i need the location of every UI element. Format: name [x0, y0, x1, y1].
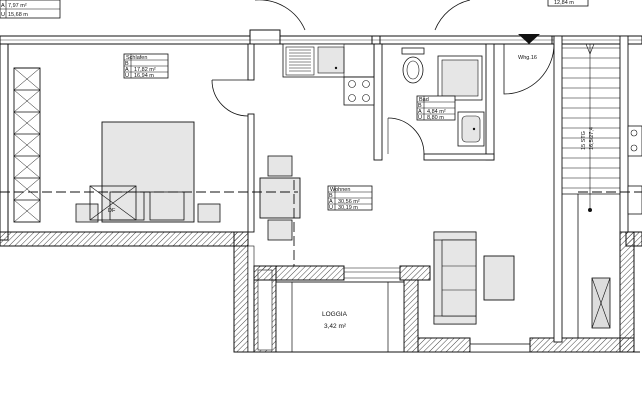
label-b: B: [125, 61, 129, 67]
perimeter-value: 30,19 m: [338, 205, 358, 211]
dining-table: [259, 155, 301, 241]
perimeter-value: 15,68 m: [8, 12, 28, 18]
kitchen: [282, 43, 375, 106]
room-name: Wohnen: [330, 187, 350, 193]
room-label-topleft: A 7,97 m² U 15,68 m: [0, 0, 61, 19]
room-name: Bad: [419, 97, 429, 103]
label-a: A: [418, 109, 422, 115]
wall-top: [0, 29, 642, 45]
stairwell: 15 STG 16,5/27,4: [553, 35, 629, 343]
room-label-wohnen: Wohnen B A 30,56 m² U 30,19 m: [327, 185, 373, 211]
label-u: U: [125, 73, 129, 79]
door-swing-top-right: [434, 0, 471, 31]
label-u: U: [329, 205, 333, 211]
wall-partition-bedroom: [247, 43, 255, 81]
unit-label: Whg.16: [518, 55, 537, 61]
coffee-table: [483, 255, 515, 301]
room-name: Schlafen: [126, 55, 147, 61]
wall-partition-bedroom-lower: [247, 113, 255, 233]
bed: [75, 121, 221, 223]
sofa: [433, 231, 477, 325]
loggia-area: 3,42 m²: [324, 323, 347, 330]
wardrobe: [13, 67, 41, 223]
area-value: 30,56 m²: [338, 199, 360, 205]
perimeter-value: 12,84 m: [554, 0, 574, 6]
loggia-name: LOGGIA: [322, 311, 348, 318]
perimeter-value: 16,94 m: [134, 73, 154, 79]
room-label-topright: 12,84 m: [547, 0, 589, 7]
stair-steps: [562, 47, 620, 189]
wall-left: [0, 43, 9, 241]
label-a: A: [329, 199, 333, 205]
wall-bottom-left: [0, 231, 255, 353]
stair-count: 15 STG: [581, 131, 587, 150]
wall-bottom-right: [417, 231, 642, 353]
label-u: U: [418, 115, 422, 121]
entry-arrow-icon: [518, 34, 540, 44]
label-b: B: [329, 193, 333, 199]
door-swing-top-left: [255, 0, 306, 31]
entry-door-swing: [503, 43, 555, 95]
label-b: B: [418, 103, 422, 109]
area-value: 7,97 m²: [8, 3, 27, 9]
door-swing-bedroom: [211, 79, 249, 117]
label-u: U: [1, 12, 5, 18]
room-label-schlafen: Schlafen B A 17,82 m² U 16,94 m: [123, 53, 169, 79]
area-value: 4,84 m²: [427, 109, 446, 115]
stair-ratio: 16,5/27,4: [589, 127, 595, 150]
room-label-bad: Bad B A 4,84 m² U 8,80 m: [416, 95, 456, 121]
label-a: A: [1, 3, 5, 9]
label-a: A: [125, 67, 129, 73]
bathroom: [373, 43, 495, 161]
perimeter-value: 8,80 m: [427, 115, 444, 121]
skylight-label: DF: [108, 208, 116, 214]
area-value: 17,82 m²: [134, 67, 156, 73]
stove-right: [627, 125, 642, 215]
roof-slope-line: [0, 180, 642, 266]
